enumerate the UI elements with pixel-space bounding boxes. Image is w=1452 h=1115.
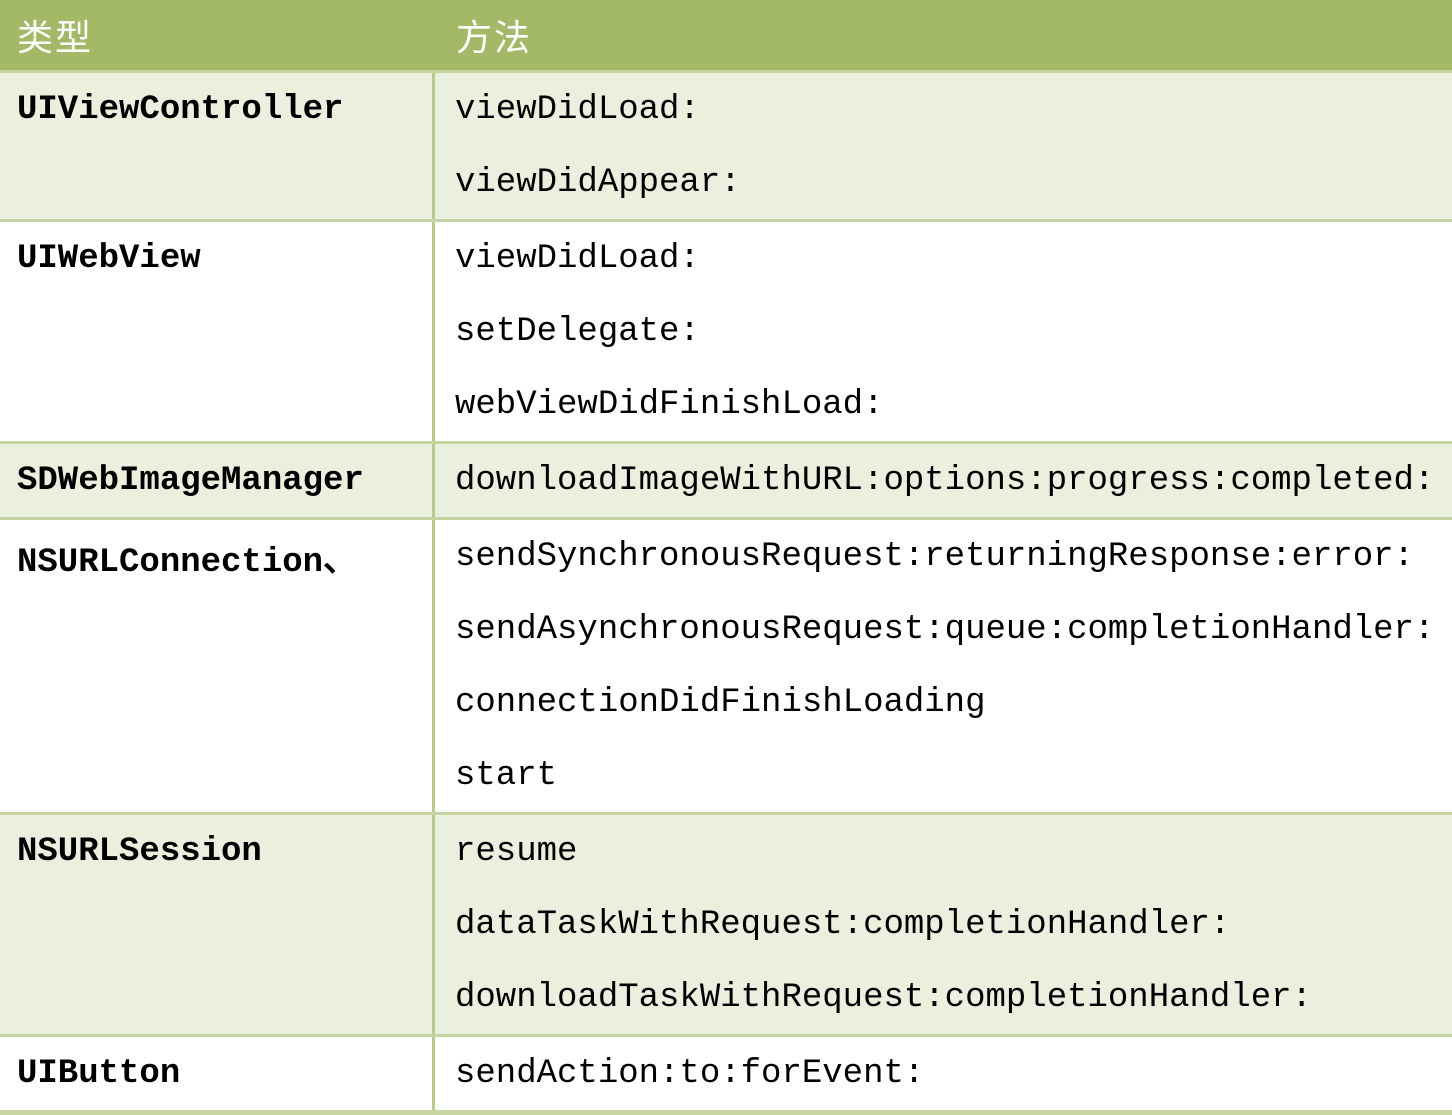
table-row: UIButton sendAction:to:forEvent: (0, 1034, 1452, 1110)
method-cell: downloadImageWithURL:options:progress:co… (432, 444, 1452, 517)
type-cell: NSURLConnection、 (0, 520, 432, 812)
method-label: sendAsynchronousRequest:queue:completion… (455, 610, 1435, 649)
type-label: NSURLSession (17, 832, 262, 871)
type-label: UIButton (17, 1054, 181, 1093)
method-label: webViewDidFinishLoad: (455, 385, 884, 424)
method-label: setDelegate: (455, 312, 700, 351)
type-label: UIWebView (17, 239, 201, 278)
method-cell: sendAction:to:forEvent: (432, 1037, 1452, 1110)
type-label: SDWebImageManager (17, 461, 364, 500)
table-header-row: 类型 方法 (0, 0, 1452, 70)
method-label: sendAction:to:forEvent: (455, 1054, 925, 1093)
method-label: sendSynchronousRequest:returningResponse… (455, 537, 1414, 576)
table-row: UIViewController viewDidLoad: viewDidApp… (0, 70, 1452, 219)
method-label: dataTaskWithRequest:completionHandler: (455, 905, 1231, 944)
header-cell-type: 类型 (17, 17, 94, 58)
type-cell: UIViewController (0, 73, 432, 219)
type-cell: UIWebView (0, 222, 432, 441)
method-label: downloadImageWithURL:options:progress:co… (455, 461, 1435, 500)
method-cell: viewDidLoad: viewDidAppear: (432, 73, 1452, 219)
table-row: UIWebView viewDidLoad: setDelegate: webV… (0, 219, 1452, 441)
method-label: viewDidLoad: (455, 90, 700, 129)
header-cell-method: 方法 (456, 17, 533, 58)
type-cell: SDWebImageManager (0, 444, 432, 517)
method-label: downloadTaskWithRequest:completionHandle… (455, 978, 1312, 1017)
method-cell: sendSynchronousRequest:returningResponse… (432, 520, 1452, 812)
method-label: connectionDidFinishLoading (455, 683, 986, 722)
type-label: UIViewController (17, 90, 344, 129)
method-label: viewDidAppear: (455, 163, 741, 202)
method-cell: resume dataTaskWithRequest:completionHan… (432, 815, 1452, 1034)
method-label: resume (455, 832, 578, 871)
table-row: SDWebImageManager downloadImageWithURL:o… (0, 441, 1452, 517)
table-row: NSURLConnection、 sendSynchronousRequest:… (0, 517, 1452, 812)
method-label: start (455, 756, 558, 795)
type-cell: UIButton (0, 1037, 432, 1110)
type-label: NSURLConnection、 (17, 543, 358, 582)
method-label: viewDidLoad: (455, 239, 700, 278)
method-cell: viewDidLoad: setDelegate: webViewDidFini… (432, 222, 1452, 441)
type-cell: NSURLSession (0, 815, 432, 1034)
table-row: NSURLSession resume dataTaskWithRequest:… (0, 812, 1452, 1034)
